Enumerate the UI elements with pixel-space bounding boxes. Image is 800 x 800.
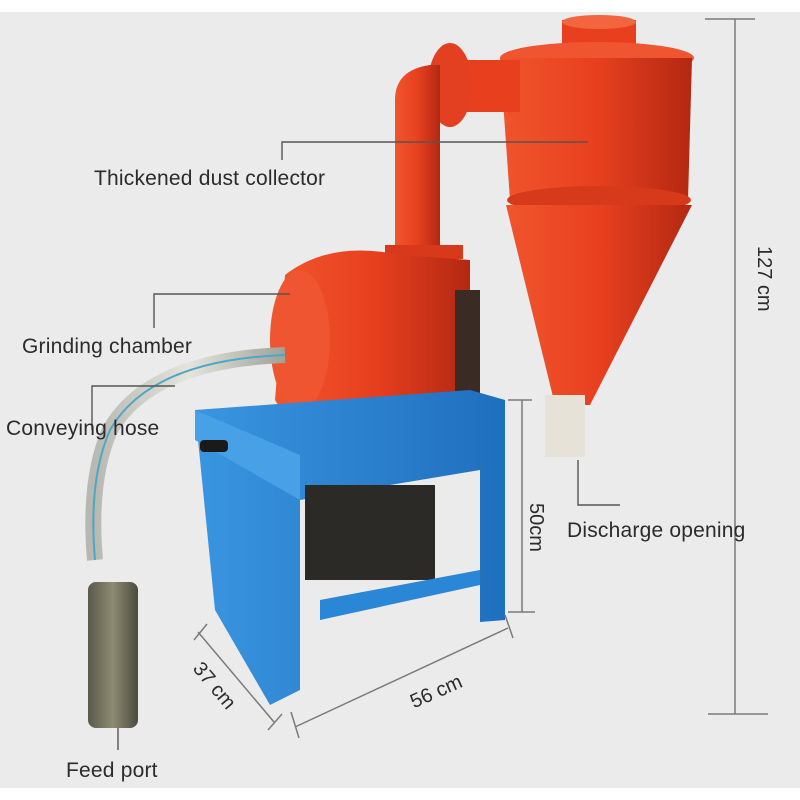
label-conveying-hose: Conveying hose [6,417,160,440]
conveying-hose-shape [85,347,286,728]
label-dust-collector: Thickened dust collector [94,167,326,190]
dim-total-height: 127 cm [753,246,775,312]
label-feed-port: Feed port [66,759,158,782]
dim-frame-height: 50cm [525,503,547,552]
dust-collector [428,15,694,457]
blue-frame [195,390,505,705]
label-discharge-opening: Discharge opening [567,519,746,542]
grinding-chamber-body [270,250,480,440]
dimension-lines [193,18,768,739]
label-grinding-chamber: Grinding chamber [22,335,193,358]
leader-lines [91,141,620,750]
